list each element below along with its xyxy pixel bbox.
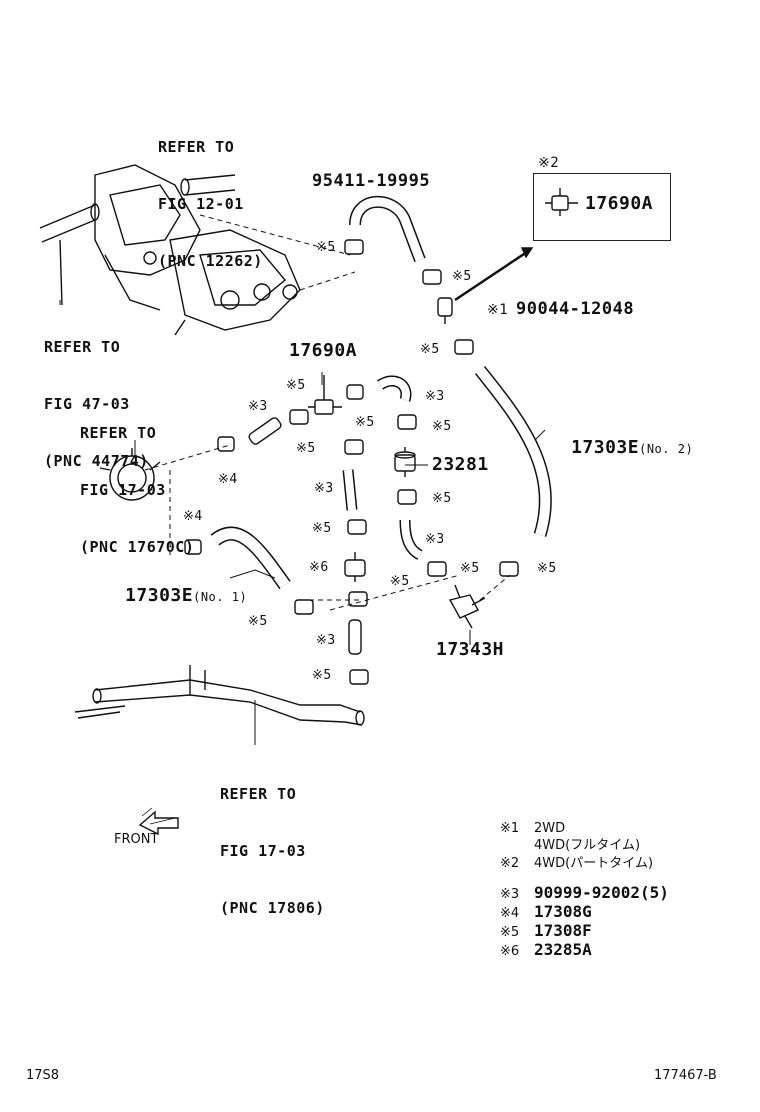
callout-x5: ※5 [460,561,480,576]
refer-line-2: FIG 47-03 [44,395,130,413]
callout-x5: ※5 [452,269,472,284]
callout-x5: ※5 [312,521,332,536]
callout-x3: ※3 [425,389,445,404]
part-17690a-boxed: 17690A [585,193,654,214]
callout-x3: ※3 [248,399,268,414]
callout-x6: ※6 [309,560,329,575]
legend-mark-2: ※2 [500,856,520,871]
refer-line-1: REFER TO [158,138,235,156]
legend-value-3: 90999-92002(5) [534,883,669,902]
refer-fig-17-03-b: REFER TO FIG 17-03 (PNC 17806) [220,747,325,937]
refer-fig-17-03-a: REFER TO FIG 17-03 (PNC 17670C) [80,386,194,576]
refer-line-1: REFER TO [220,785,297,803]
part-17303e-no1: 17303E(No. 1) [106,569,247,606]
option-box-mark: ※2 [538,155,560,171]
refer-line-3: (PNC 17806) [220,899,325,917]
refer-line-2: FIG 17-03 [80,481,166,499]
callout-x3: ※3 [316,633,336,648]
legend-mark-5: ※5 [500,925,520,940]
callout-x5: ※5 [390,574,410,589]
legend-mark-1: ※1 [500,821,520,836]
part-17343h: 17343H [436,639,505,660]
refer-fig-12-01: REFER TO FIG 12-01 (PNC 12262) [158,100,263,290]
legend-note-1a: 2WD [534,821,566,836]
legend-mark-4: ※4 [500,906,520,921]
callout-x5: ※5 [432,419,452,434]
legend-value-5: 17308F [534,921,592,940]
refer-line-1: REFER TO [44,338,121,356]
intake-manifold-drawing [39,164,301,336]
part-17303e-no2: 17303E(No. 2) [552,421,693,458]
part-90044-12048: 90044-12048 [516,299,635,319]
refer-fig-47-03: REFER TO FIG 47-03 (PNC 44774) [44,300,149,490]
callout-x5: ※5 [537,561,557,576]
callout-x5: ※5 [420,342,440,357]
callout-x5: ※5 [355,415,375,430]
legend-value-6: 23285A [534,940,592,959]
callout-x5: ※5 [316,240,336,255]
part-17303e-no1-number: 17303E [125,585,194,606]
part-17303e-no2-suffix: (No. 2) [639,442,694,456]
part-17303e-no2-number: 17303E [571,437,640,458]
option-box-4wd-part-time [533,173,671,241]
callout-x5: ※5 [286,378,306,393]
footer-illustration-number: 177467-B [654,1068,717,1083]
callout-x5: ※5 [432,491,452,506]
callout-x4: ※4 [183,509,203,524]
refer-line-1: REFER TO [80,424,157,442]
legend-note-1b: 4WD(フルタイム) [534,838,641,853]
legend-mark-6: ※6 [500,944,520,959]
callout-x3: ※3 [425,532,445,547]
part-95411-19995: 95411-19995 [312,171,431,191]
refer-line-3: (PNC 44774) [44,452,149,470]
callout-x4: ※4 [218,472,238,487]
mark-x1-90044: ※1 [487,302,509,318]
callout-x5: ※5 [312,668,332,683]
footer-left-code: 17S8 [26,1068,60,1083]
front-label: FRONT [114,832,159,847]
legend-value-4: 17308G [534,902,592,921]
legend-mark-3: ※3 [500,887,520,902]
callout-x5: ※5 [296,441,316,456]
legend-note-2: 4WD(パートタイム) [534,856,654,871]
part-17303e-no1-suffix: (No. 1) [193,590,248,604]
part-17690a: 17690A [289,340,358,361]
refer-line-2: FIG 17-03 [220,842,306,860]
callout-x3: ※3 [314,481,334,496]
callout-x5: ※5 [248,614,268,629]
refer-line-3: (PNC 17670C) [80,538,195,556]
refer-line-2: FIG 12-01 [158,195,244,213]
part-23281: 23281 [432,454,489,475]
refer-line-3: (PNC 12262) [158,252,263,270]
